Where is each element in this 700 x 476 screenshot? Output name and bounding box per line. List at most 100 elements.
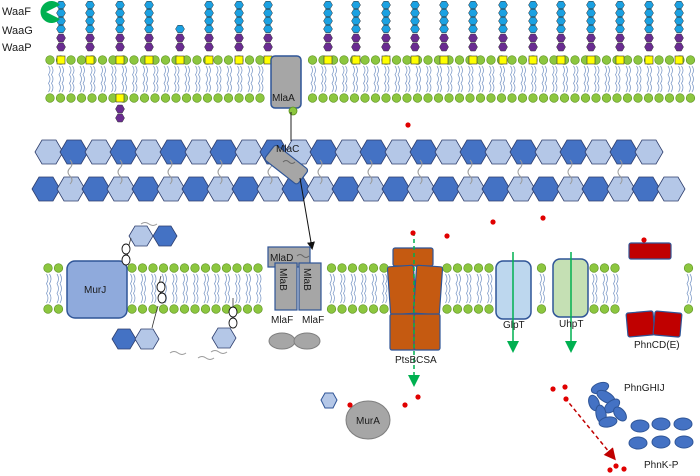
lipid-tail	[499, 65, 502, 93]
pg-sugar	[234, 139, 264, 165]
lipid-tail	[592, 273, 595, 304]
pg-sugar	[109, 139, 139, 165]
lipid-head	[328, 93, 339, 103]
substrate-dot	[490, 219, 496, 225]
core-sugar	[115, 113, 125, 123]
pg-sugar	[106, 176, 136, 202]
lipid-head	[536, 263, 547, 273]
kdo-square	[144, 55, 154, 65]
outer-sugar	[644, 17, 654, 25]
peptide-bridge	[67, 159, 73, 185]
lipid-head	[370, 55, 381, 65]
lipid-head	[127, 263, 137, 273]
outer-sugar	[556, 9, 566, 17]
lipid-head	[339, 93, 349, 103]
peptide-bridge	[467, 159, 473, 185]
lipid-tail	[345, 65, 348, 93]
lipid-head	[150, 93, 160, 103]
lipid-tail	[602, 273, 605, 304]
lipid-tail	[352, 65, 355, 93]
phosphate	[228, 317, 238, 329]
lipid-head	[402, 55, 412, 65]
lipid-head	[190, 304, 200, 314]
core-sugar	[556, 33, 566, 43]
core-sugar	[498, 33, 508, 43]
lipid-tail	[237, 65, 240, 93]
outer-sugar	[528, 25, 538, 33]
lipid-head	[683, 304, 694, 314]
core-sugar	[115, 33, 125, 43]
lipid-tail	[616, 273, 619, 304]
lipid-tail	[408, 65, 411, 93]
outer-sugar	[498, 17, 508, 25]
lipid-tail	[245, 273, 248, 304]
lipid-tail	[615, 65, 618, 93]
lipid-head	[612, 93, 622, 103]
lipid-tail	[363, 65, 366, 93]
lipid-head	[202, 93, 213, 103]
core-sugar	[381, 42, 391, 52]
outer-sugar	[615, 17, 625, 25]
outer-membrane-lps-leaflet	[45, 55, 696, 65]
lipid-head	[148, 263, 158, 273]
lipid-head	[139, 93, 150, 103]
lipid-ii-sugar	[111, 328, 137, 350]
lipid-tail	[205, 65, 208, 93]
substrate-dot	[607, 467, 613, 473]
lipid-head	[349, 93, 360, 103]
lipid-tail	[182, 273, 185, 304]
core-sugar	[556, 42, 566, 52]
lipid-head	[360, 93, 370, 103]
lipid-head	[473, 304, 484, 314]
outer-sugar	[115, 25, 125, 33]
core-sugar	[85, 42, 95, 52]
outer-sugar	[234, 9, 244, 17]
lipid-tail	[594, 65, 597, 93]
lipid-head	[192, 55, 202, 65]
pg-sugar	[506, 176, 536, 202]
inner-membrane-head-groups	[43, 263, 694, 314]
lipid-tail	[605, 273, 608, 304]
lipid-tail	[114, 65, 117, 93]
lipid-tail	[193, 273, 196, 304]
lipid-head	[326, 263, 337, 273]
pg-sugar	[581, 176, 611, 202]
lipid-head	[452, 304, 463, 314]
lipid-head	[244, 55, 255, 65]
lipid-head	[318, 93, 328, 103]
lipid-head	[45, 93, 55, 103]
core-sugar	[204, 33, 214, 43]
lipid-tail	[229, 65, 232, 93]
outer-sugar	[439, 25, 449, 33]
lipid-tail	[595, 273, 598, 304]
lipid-tail	[618, 65, 621, 93]
outer-sugar	[263, 1, 273, 9]
peptidoglycan-strand-bottom	[31, 176, 686, 202]
phosphate	[121, 254, 131, 266]
pg-sugar	[56, 176, 86, 202]
core-sugar	[439, 33, 449, 43]
legend-waaf: WaaF	[2, 6, 31, 18]
legend-waap: WaaP	[2, 42, 32, 54]
lipid-tail	[469, 273, 472, 304]
outer-sugar	[381, 9, 391, 17]
lipid-tail	[397, 65, 400, 93]
lipid-tail	[405, 65, 408, 93]
lipid-head	[599, 263, 610, 273]
lipid-head	[223, 93, 234, 103]
lipid-head	[675, 93, 685, 103]
lipid-head	[570, 93, 580, 103]
lipid-head	[444, 93, 454, 103]
murj-label: MurJ	[84, 285, 106, 296]
lipid-head	[538, 93, 549, 103]
lipid-head	[517, 93, 528, 103]
kdo-square	[115, 55, 125, 65]
outer-sugar	[381, 25, 391, 33]
lipid-head	[253, 263, 263, 273]
lipid-head	[580, 93, 591, 103]
substrate-dot	[405, 122, 411, 128]
peptide-bridge	[517, 159, 523, 185]
substrate-molecules	[347, 122, 647, 473]
peptide-stem	[210, 350, 228, 354]
outer-sugar	[85, 9, 95, 17]
